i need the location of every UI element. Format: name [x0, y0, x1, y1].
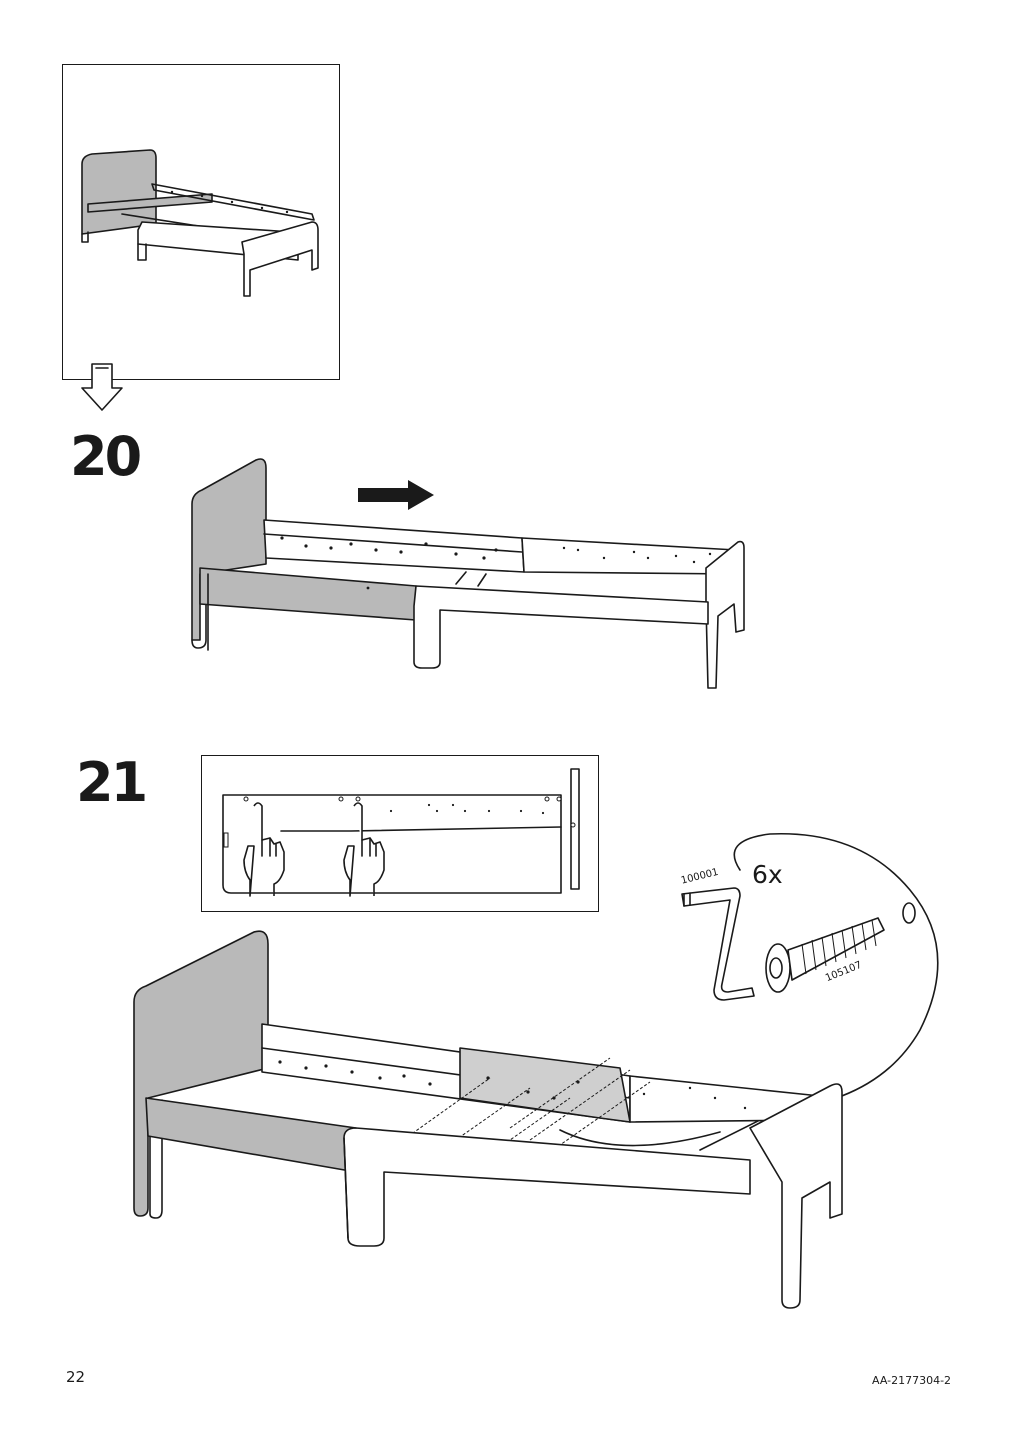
page-number: 22 [66, 1368, 86, 1386]
hand-press-icon [243, 802, 285, 897]
quantity-label: 6x [752, 860, 783, 889]
hardware-callout-circle [559, 832, 939, 1151]
down-arrow-icon [81, 363, 123, 411]
step-number-20: 20 [70, 425, 142, 488]
step-21-illustration [133, 930, 843, 1309]
step-20-illustration [191, 458, 745, 689]
step-number-21: 21 [76, 751, 148, 814]
push-right-arrow-icon [358, 480, 434, 510]
document-code: AA-2177304-2 [872, 1374, 952, 1387]
hand-press-icon [343, 802, 385, 897]
detail-box [201, 755, 599, 912]
overview-bed-illustration [81, 149, 319, 297]
overview-box [62, 64, 340, 380]
bolt-icon [765, 917, 885, 993]
washer-icon [902, 902, 916, 924]
allen-key-icon [681, 887, 755, 1001]
detail-illustration [222, 768, 580, 894]
